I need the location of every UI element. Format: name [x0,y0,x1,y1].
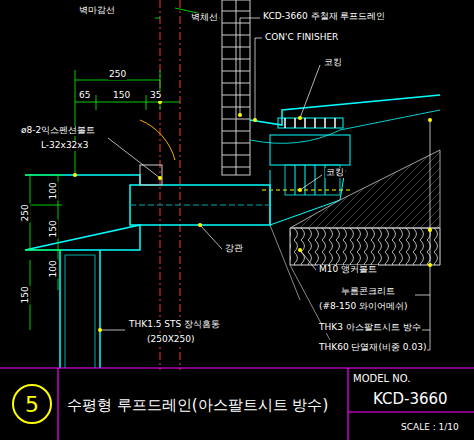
dimension: 150 [21,285,31,304]
dimension: 150 [49,219,59,238]
model-label: MODEL NO. [352,373,411,384]
part-name: THK1.5 STS 장식홈통 [128,320,221,330]
dimension: 100 [49,259,59,278]
sheet-number-circle: 5 [12,384,52,424]
dimension: 250 [21,203,31,222]
dimension: 150 [112,91,131,101]
drawing-title: 수평형 루프드레인(아스팔트시트 방수) [66,397,329,414]
dimension: 250 [108,70,127,80]
part-name: M10 앵커볼트 [318,265,378,275]
part-name: (250X250) [146,335,196,345]
part-name: L-32x32x3 [40,141,89,151]
dimension: 35 [149,91,162,101]
dimension: 100 [49,181,59,200]
model-number: KCD-3660 [372,391,449,408]
part-name: ø8-2익스펜션볼트 [20,126,96,136]
dimension: 65 [78,91,91,101]
sheet-number: 5 [25,392,39,417]
wall-finish-line: 벽마감선 [78,6,116,16]
part-name: 코킹 [325,168,345,178]
part-name: THK3 아스팔트시트 방수 [318,323,422,333]
scale-note: SCALE : 1/10 [400,423,460,433]
part-name: 누름콘크리트 [340,287,396,297]
part-name: (#8-150 와이어메쉬) [318,302,409,312]
part-name: 코킹 [323,58,343,68]
part-name: CON'C FINISHER [264,33,339,43]
part-name: THK60 단열재(비중 0.03) [318,343,427,353]
wall-line: 벽체선 [190,13,219,23]
part-name: KCD-3660 주철재 루프드레인 [262,12,387,22]
part-name: 강관 [224,244,244,254]
